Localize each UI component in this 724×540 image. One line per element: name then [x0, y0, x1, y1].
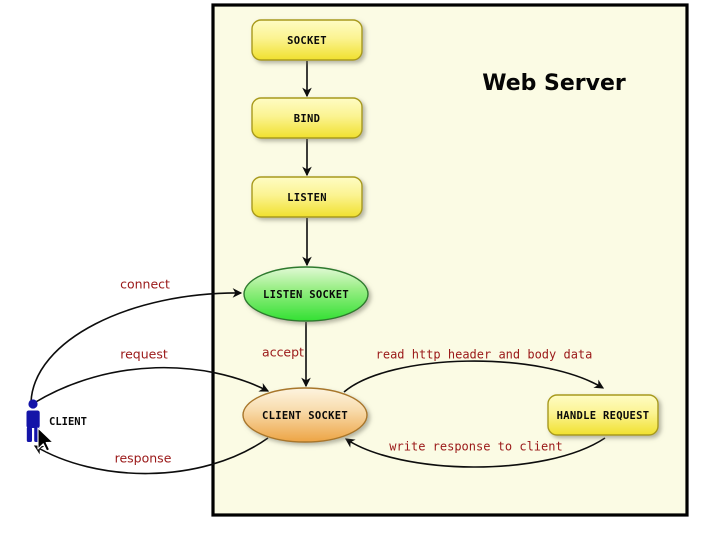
- edge-layer: [30, 61, 606, 475]
- node-handle-request-shape[interactable]: [547, 394, 659, 436]
- node-listen-socket-label: LISTEN SOCKET: [263, 289, 349, 301]
- actor-client[interactable]: CLIENT: [26, 399, 87, 442]
- person-icon: [26, 399, 40, 442]
- mouse-cursor-icon: [37, 427, 54, 452]
- node-client-socket-label: CLIENT SOCKET: [262, 410, 348, 422]
- edge-label-connect: connect: [120, 277, 170, 292]
- node-bind[interactable]: BIND: [251, 97, 363, 139]
- node-listen-socket[interactable]: LISTEN SOCKET: [243, 266, 369, 322]
- person-icon-head: [28, 399, 38, 409]
- edge-handle-request-to-client-socket: [344, 437, 606, 468]
- edge-client-socket-to-client: [33, 437, 269, 475]
- edge-label-read-http: read http header and body data: [376, 348, 593, 362]
- node-listen-label: LISTEN: [287, 192, 327, 204]
- edge-label-write-response: write response to client: [389, 440, 562, 454]
- edge-client-socket-to-handle-request: [343, 360, 605, 393]
- container-title: Web Server: [482, 71, 626, 96]
- node-client-socket[interactable]: CLIENT SOCKET: [242, 387, 368, 443]
- node-listen[interactable]: LISTEN: [251, 176, 363, 218]
- actor-client-label: CLIENT: [49, 416, 87, 428]
- node-client-socket-shape[interactable]: [242, 387, 368, 443]
- node-listen-shape[interactable]: [251, 176, 363, 218]
- person-icon-body: [26, 410, 40, 428]
- edge-label-accept: accept: [262, 345, 304, 360]
- node-listen-socket-shape[interactable]: [243, 266, 369, 322]
- mouse-cursor-shape: [37, 427, 54, 452]
- edge-client-to-client-socket: [33, 366, 270, 404]
- edge-label-response: response: [115, 451, 172, 466]
- edge-client-to-listen-socket: [30, 288, 243, 403]
- edge-label-layer: connect accept request read http header …: [115, 277, 593, 466]
- node-socket-shape[interactable]: [251, 19, 363, 61]
- node-handle-request[interactable]: HANDLE REQUEST: [547, 394, 659, 436]
- person-icon-leg-left: [26, 427, 32, 442]
- edge-label-request: request: [120, 347, 168, 362]
- node-bind-label: BIND: [294, 113, 321, 125]
- node-socket[interactable]: SOCKET: [251, 19, 363, 61]
- node-socket-label: SOCKET: [287, 35, 327, 47]
- node-handle-request-label: HANDLE REQUEST: [557, 410, 650, 422]
- node-bind-shape[interactable]: [251, 97, 363, 139]
